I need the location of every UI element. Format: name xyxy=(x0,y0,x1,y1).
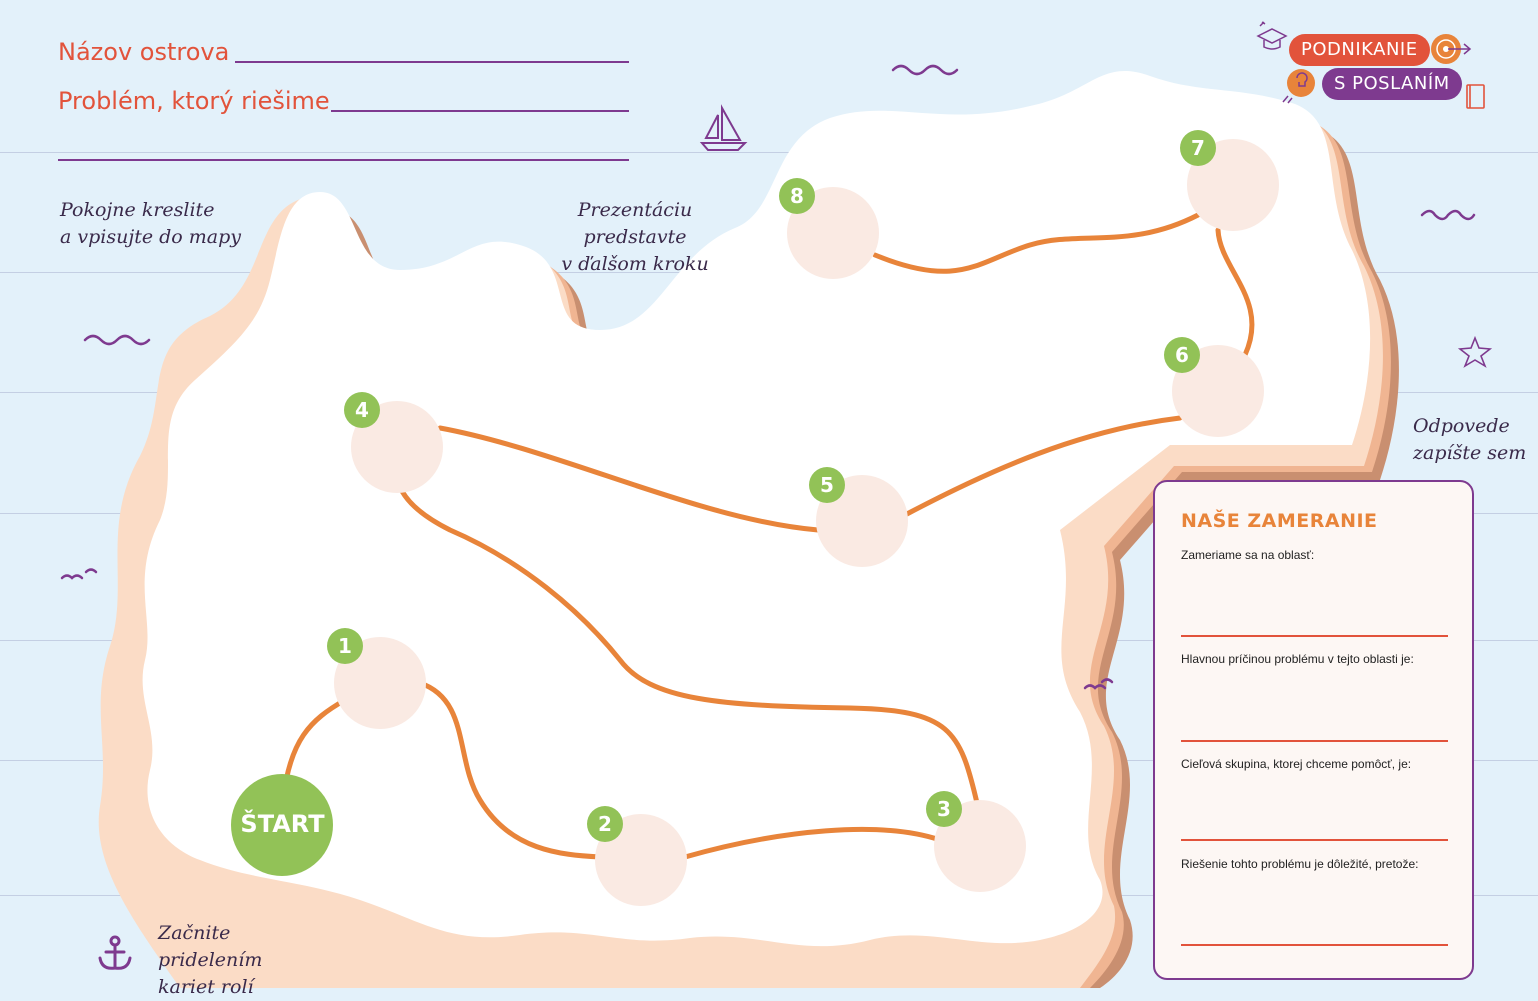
island-name-label: Názov ostrova xyxy=(58,38,230,66)
stop-number: 2 xyxy=(598,812,612,836)
answer-line-area[interactable] xyxy=(1181,635,1448,637)
note-presentation: Prezentáciu predstavte v ďalšom kroku xyxy=(535,197,735,278)
note-line: a vpisujte do mapy xyxy=(60,226,242,248)
note-write-answers: Odpovede zapíšte sem xyxy=(1413,413,1526,467)
wave-icon xyxy=(1420,209,1476,221)
brand-pill-poslanim: S POSLANÍM xyxy=(1322,68,1462,100)
prompt-area: Zameriame sa na oblasť: xyxy=(1181,548,1315,562)
stop-number: 3 xyxy=(937,797,951,821)
wave-icon xyxy=(83,334,151,346)
note-line: Odpovede xyxy=(1413,415,1510,437)
starfish-icon xyxy=(1457,335,1493,368)
stop-number: 4 xyxy=(355,398,369,422)
answer-line-cause[interactable] xyxy=(1181,740,1448,742)
anchor-icon xyxy=(98,935,132,970)
graduation-cap-icon xyxy=(1256,21,1288,50)
note-line: v ďalšom kroku xyxy=(561,253,709,275)
prompt-importance: Riešenie tohto problému je dôležité, pre… xyxy=(1181,857,1419,871)
note-line: zapíšte sem xyxy=(1413,442,1527,464)
stop-number: 5 xyxy=(820,473,834,497)
stop-number: 7 xyxy=(1191,136,1205,160)
problem-field[interactable] xyxy=(331,110,629,112)
stop-number: 6 xyxy=(1175,343,1189,367)
brand-pill-podnikanie: PODNIKANIE xyxy=(1289,34,1430,66)
lightbulb-icon xyxy=(1282,69,1315,104)
note-draw-on-map: Pokojne kreslite a vpisujte do mapy xyxy=(60,197,241,251)
problem-label: Problém, ktorý riešime xyxy=(58,87,330,115)
note-line: Prezentáciu predstavte xyxy=(577,199,693,248)
stop-badges xyxy=(327,130,1216,842)
bird-icon xyxy=(60,568,98,580)
stop-number: 1 xyxy=(338,634,352,658)
stop-circles xyxy=(334,139,1279,906)
bird-icon xyxy=(1083,678,1114,690)
note-line: pridelením xyxy=(158,949,263,971)
stop-number: 8 xyxy=(790,184,804,208)
start-label: ŠTART xyxy=(240,810,325,838)
problem-field-extra-line[interactable] xyxy=(58,159,629,161)
book-icon xyxy=(1466,84,1485,109)
panel-title: NAŠE ZAMERANIE xyxy=(1181,510,1378,532)
note-line: Pokojne kreslite xyxy=(60,199,215,221)
prompt-target-group: Cieľová skupina, ktorej chceme pomôcť, j… xyxy=(1181,757,1412,771)
target-icon xyxy=(1431,34,1472,64)
note-line: Začnite xyxy=(158,922,231,944)
route-paths xyxy=(280,212,1255,860)
prompt-cause: Hlavnou príčinou problému v tejto oblast… xyxy=(1181,652,1414,666)
answer-line-target-group[interactable] xyxy=(1181,839,1448,841)
wave-icon xyxy=(891,64,959,76)
start-circle xyxy=(231,774,333,876)
focus-panel: NAŠE ZAMERANIE Zameriame sa na oblasť: H… xyxy=(1153,480,1474,980)
note-start-roles: Začnite pridelením kariet rolí xyxy=(158,920,262,1001)
bg-line xyxy=(0,152,1538,153)
island-body xyxy=(142,71,1371,947)
sailboat-icon xyxy=(699,104,748,151)
island-name-field[interactable] xyxy=(235,61,629,63)
answer-line-importance[interactable] xyxy=(1181,944,1448,946)
